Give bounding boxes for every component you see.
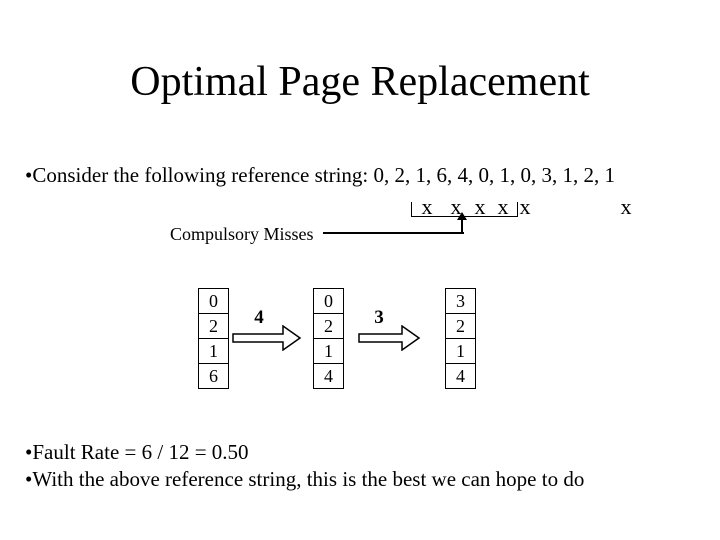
frame-cell: 0 [313, 288, 344, 314]
frame-cell: 3 [445, 288, 476, 314]
frame-cell: 6 [198, 363, 229, 389]
compulsory-misses-label: Compulsory Misses [170, 224, 314, 244]
fault-mark-2: x [450, 194, 462, 219]
pointer-arrowhead-icon [457, 212, 467, 220]
frame-cell: 2 [445, 313, 476, 339]
bullet-icon: • [25, 163, 33, 187]
reference-string-text: Consider the following reference string:… [32, 163, 616, 187]
frame-cell: 4 [445, 363, 476, 389]
frame-cell: 1 [313, 338, 344, 364]
fault-mark-1: x [421, 194, 433, 219]
fault-mark-4: x [497, 194, 509, 219]
frame-cell: 1 [445, 338, 476, 364]
frame-cell: 2 [313, 313, 344, 339]
frame-column-2: 0 2 1 4 [313, 288, 344, 389]
frame-column-1: 0 2 1 6 [198, 288, 229, 389]
conclusion-text: With the above reference string, this is… [32, 467, 585, 491]
transition-label-2: 3 [374, 307, 384, 328]
fault-mark-6: x [620, 194, 632, 219]
block-arrow-1-icon [232, 324, 302, 356]
slide-title: Optimal Page Replacement [130, 59, 590, 105]
fault-mark-5: x [519, 194, 531, 219]
bullet-icon: • [25, 467, 33, 491]
frame-cell: 0 [198, 288, 229, 314]
frame-cell: 2 [198, 313, 229, 339]
frame-cell: 4 [313, 363, 344, 389]
transition-label-1: 4 [254, 307, 264, 328]
fault-rate-bullet: •Fault Rate = 6 / 12 = 0.50 [25, 440, 249, 465]
bullet-icon: • [25, 440, 33, 464]
block-arrow-2-icon [358, 324, 421, 356]
reference-string-bullet: •Consider the following reference string… [25, 163, 615, 188]
fault-rate-text: Fault Rate = 6 / 12 = 0.50 [32, 440, 249, 464]
frame-cell: 1 [198, 338, 229, 364]
frame-column-3: 3 2 1 4 [445, 288, 476, 389]
conclusion-bullet: •With the above reference string, this i… [25, 467, 584, 492]
pointer-line-vertical [461, 219, 463, 233]
fault-mark-3: x [474, 194, 486, 219]
pointer-line-horizontal [323, 232, 464, 234]
